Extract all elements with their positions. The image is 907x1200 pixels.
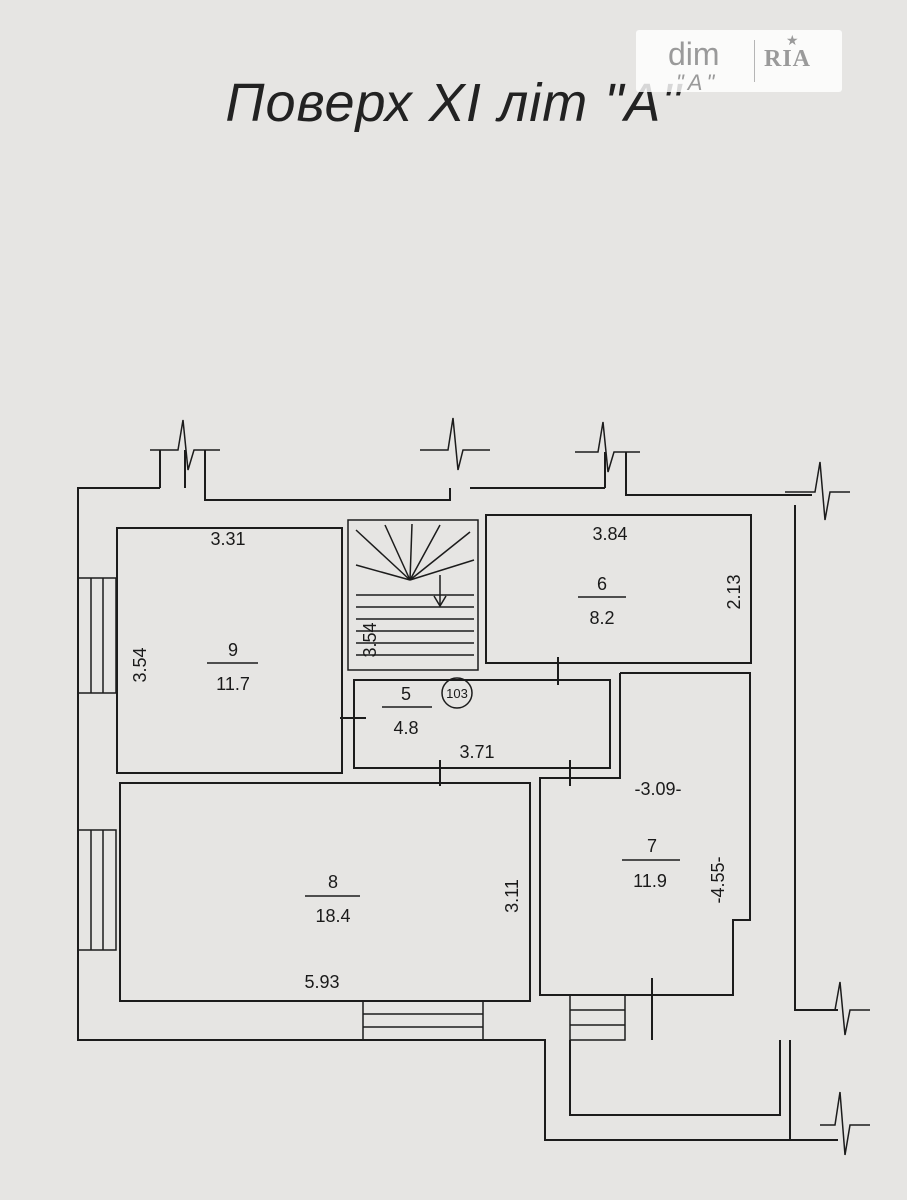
room-7-width: -3.09- [634, 779, 681, 799]
room-8-area: 18.4 [315, 906, 350, 926]
room-8-number: 8 [328, 872, 338, 892]
apartment-number: 103 [446, 686, 468, 701]
room-outlines [116, 514, 752, 1002]
room-9-width: 3.31 [210, 529, 245, 549]
room-8-depth: 3.11 [502, 879, 522, 913]
watermark-sub-text: "A" [676, 70, 719, 95]
room-6-area: 8.2 [589, 608, 614, 628]
dimria-watermark: dim ★ RIA "A" [636, 30, 842, 95]
plan-title: Поверх XI літ "А" [225, 73, 682, 133]
room-7-depth: -4.55- [708, 856, 728, 903]
watermark-ria-text: RIA [764, 46, 812, 72]
door-marks [150, 417, 870, 1156]
room-5-depth: 3.54 [360, 622, 380, 657]
staircase [355, 523, 475, 656]
apartment-number-circle [441, 677, 473, 709]
room-6-number: 6 [597, 574, 607, 594]
room-5-width: 3.71 [459, 742, 494, 762]
room-5-area: 4.8 [393, 718, 418, 738]
room-6-width: 3.84 [592, 524, 627, 544]
watermark-dim-text: dim [668, 36, 720, 72]
room-5-number: 5 [401, 684, 411, 704]
room-7-number: 7 [647, 836, 657, 856]
room-6-depth: 2.13 [724, 574, 744, 609]
watermark-divider [754, 40, 755, 82]
windows [77, 577, 626, 1041]
room-9-depth: 3.54 [130, 647, 150, 682]
room-7-area: 11.9 [633, 871, 667, 891]
room-9-number: 9 [228, 640, 238, 660]
star-icon: ★ [786, 32, 799, 48]
room-9-area: 11.7 [216, 674, 250, 694]
room-8-width: 5.93 [304, 972, 339, 992]
